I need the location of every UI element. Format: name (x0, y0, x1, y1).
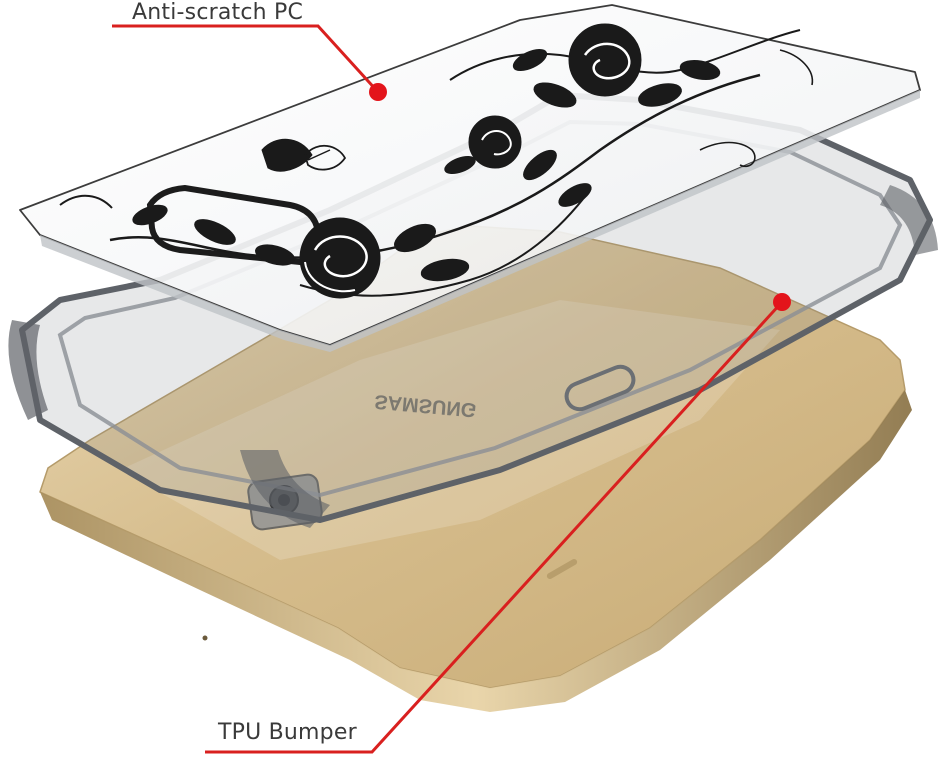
tpu-bumper (8, 92, 938, 528)
callout-bottom (205, 293, 791, 754)
rose-print (59, 23, 814, 299)
anti-scratch-pc-label: Anti-scratch PC (132, 0, 304, 25)
rose-top-icon (568, 23, 642, 97)
bumper-button-cutout (564, 364, 636, 412)
callout-bottom-dot (773, 293, 791, 311)
tpu-bumper-label: TPU Bumper (218, 720, 357, 745)
rose-small-icon (468, 115, 522, 169)
callout-top (112, 24, 387, 101)
rose-large-icon (299, 217, 381, 299)
butterfly-icon (261, 138, 347, 172)
callout-top-dot (369, 83, 387, 101)
